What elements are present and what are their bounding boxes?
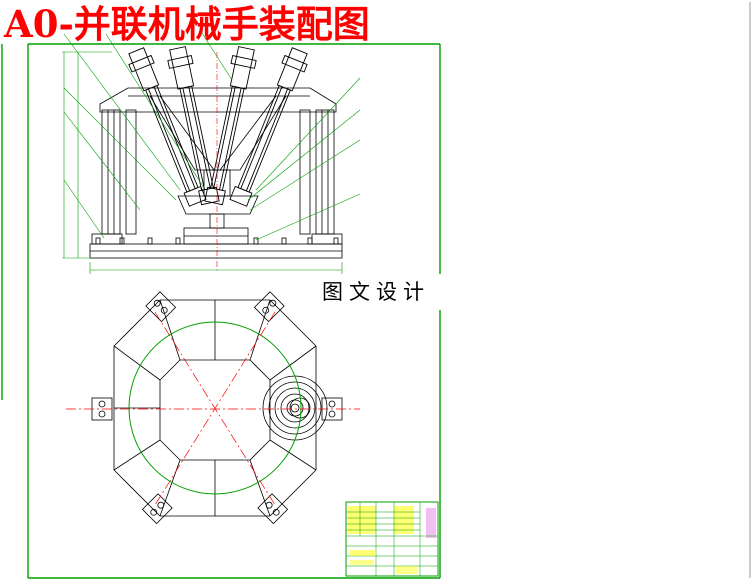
motor-flange bbox=[262, 375, 328, 441]
left-column bbox=[101, 109, 121, 235]
drawing-title: A0-并联机械手装配图 bbox=[4, 2, 370, 46]
watermark-label: 图文设计 bbox=[300, 274, 452, 310]
top-centerlines bbox=[66, 311, 360, 506]
base-bolts bbox=[95, 237, 339, 245]
front-dimension-lines bbox=[62, 29, 361, 274]
front-elevation-view bbox=[89, 46, 343, 259]
octagon-inner bbox=[159, 359, 271, 461]
actuator-legs bbox=[128, 46, 308, 207]
pitch-circle bbox=[128, 321, 302, 495]
title-block bbox=[345, 501, 439, 577]
right-column bbox=[315, 109, 335, 235]
top-platform bbox=[99, 87, 337, 113]
moving-platform bbox=[177, 195, 259, 215]
